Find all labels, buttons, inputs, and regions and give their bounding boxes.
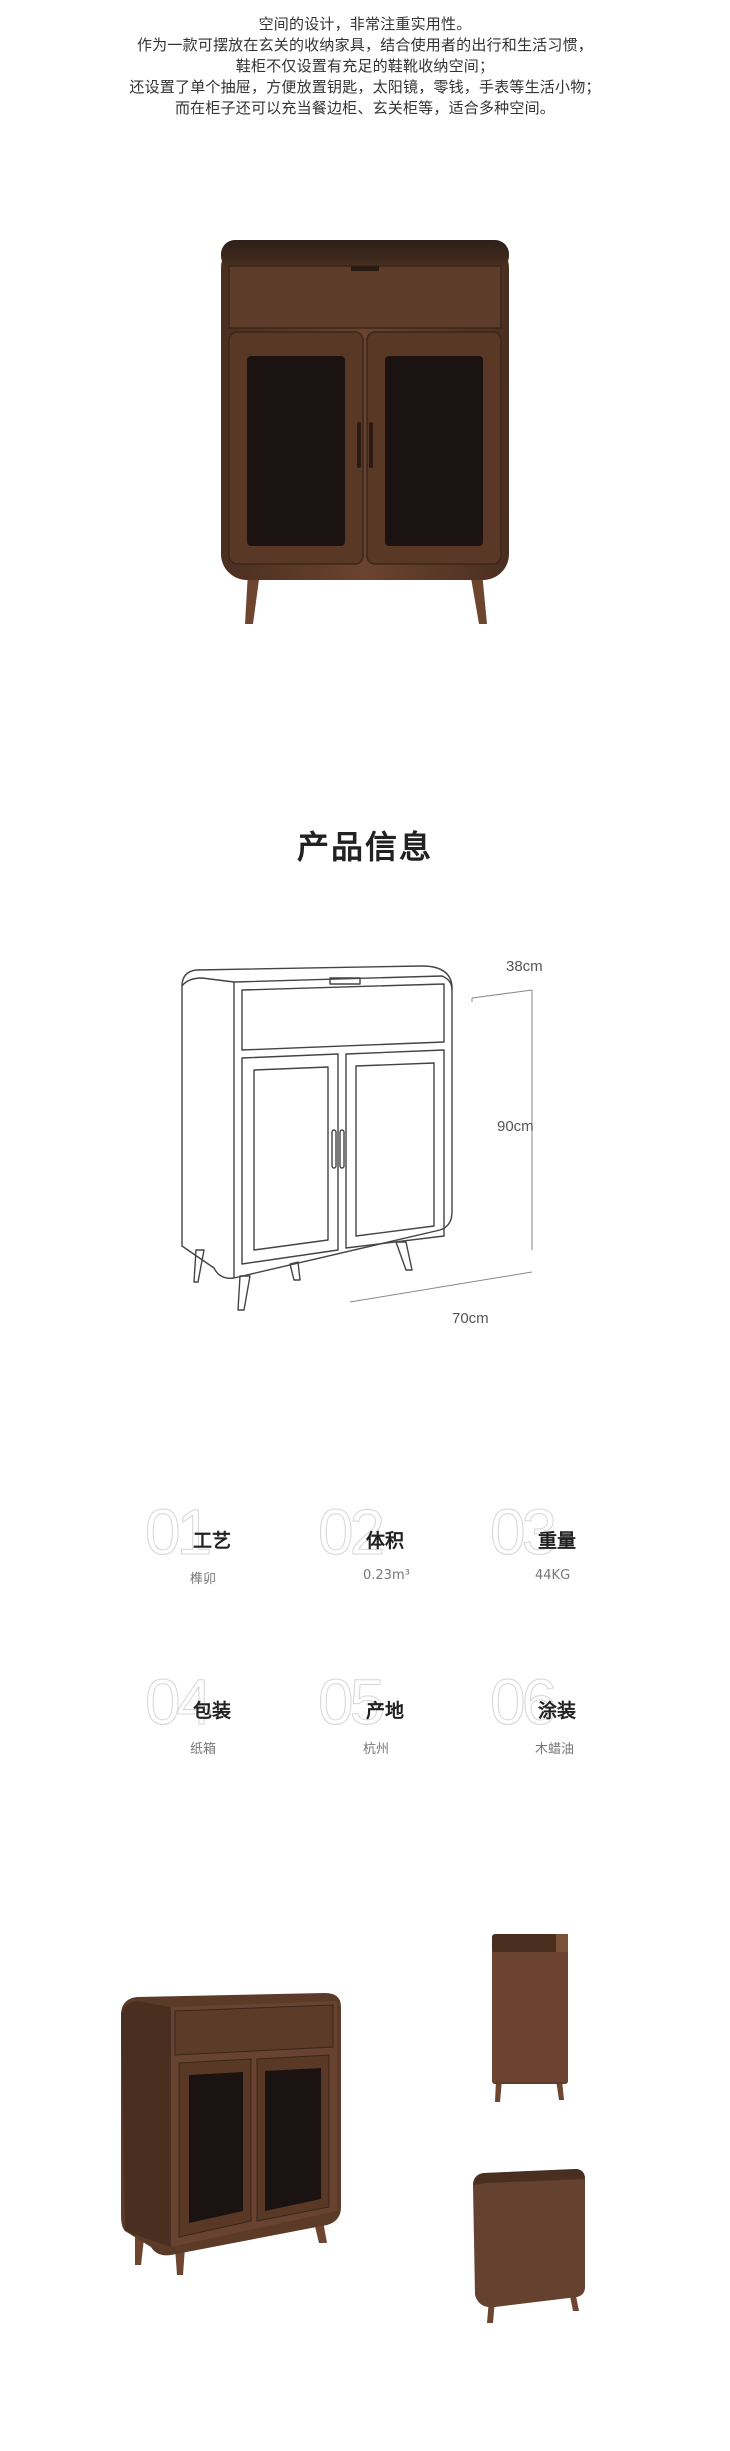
- dimension-diagram: 38cm 90cm 70cm: [160, 950, 580, 1350]
- spec-item-craft: 01 工艺 榫卯: [144, 1496, 315, 1588]
- spec-item-volume: 02 体积 0.23m³: [317, 1496, 488, 1584]
- spec-number: 05: [317, 1666, 385, 1738]
- cabinet-angle-photo: [121, 1993, 341, 2275]
- intro-line: 鞋柜不仅设置有充足的鞋靴收纳空间；: [235, 57, 495, 75]
- spec-value: 木蜡油: [535, 1742, 575, 1757]
- cabinet-side-photo: [492, 1934, 568, 2102]
- spec-label: 涂装: [538, 1700, 577, 1722]
- intro-line: 作为一款可摆放在玄关的收纳家具，结合使用者的出行和生活习惯，: [136, 36, 593, 54]
- cabinet-back-photo: [473, 2169, 585, 2323]
- spec-value: 44KG: [535, 1568, 571, 1583]
- spec-label: 产地: [366, 1700, 405, 1722]
- spec-number: 04: [144, 1666, 212, 1738]
- spec-item-packaging: 04 包装 纸箱: [144, 1666, 315, 1758]
- depth-label: 38cm: [506, 958, 543, 975]
- section-title: 产品信息: [296, 828, 433, 866]
- spec-item-origin: 05 产地 杭州: [317, 1666, 488, 1758]
- spec-number: 03: [489, 1496, 557, 1568]
- cabinet-line-drawing: [181, 965, 533, 1311]
- spec-label: 重量: [538, 1530, 577, 1552]
- intro-line: 空间的设计，非常注重实用性。: [258, 15, 472, 33]
- intro-text: 空间的设计，非常注重实用性。 作为一款可摆放在玄关的收纳家具，结合使用者的出行和…: [0, 14, 730, 119]
- spec-value: 纸箱: [190, 1742, 217, 1757]
- spec-number: 01: [144, 1496, 212, 1568]
- height-label: 90cm: [497, 1118, 534, 1135]
- spec-item-finish: 06 涂装 木蜡油: [489, 1666, 660, 1758]
- intro-line: 还设置了单个抽屉，方便放置钥匙，太阳镜，零钱，手表等生活小物；: [129, 78, 601, 96]
- spec-number: 06: [489, 1666, 557, 1738]
- spec-number: 02: [317, 1496, 385, 1568]
- spec-value: 杭州: [363, 1742, 390, 1757]
- spec-item-weight: 03 重量 44KG: [489, 1496, 660, 1584]
- spec-value: 0.23m³: [363, 1568, 410, 1583]
- spec-label: 工艺: [193, 1530, 232, 1552]
- spec-label: 包装: [193, 1700, 232, 1722]
- hero-cabinet-image: [221, 240, 509, 624]
- width-label: 70cm: [452, 1310, 489, 1327]
- spec-label: 体积: [366, 1530, 405, 1552]
- intro-line: 而在柜子还可以充当餐边柜、玄关柜等，适合多种空间。: [174, 99, 555, 117]
- spec-value: 榫卯: [190, 1572, 217, 1587]
